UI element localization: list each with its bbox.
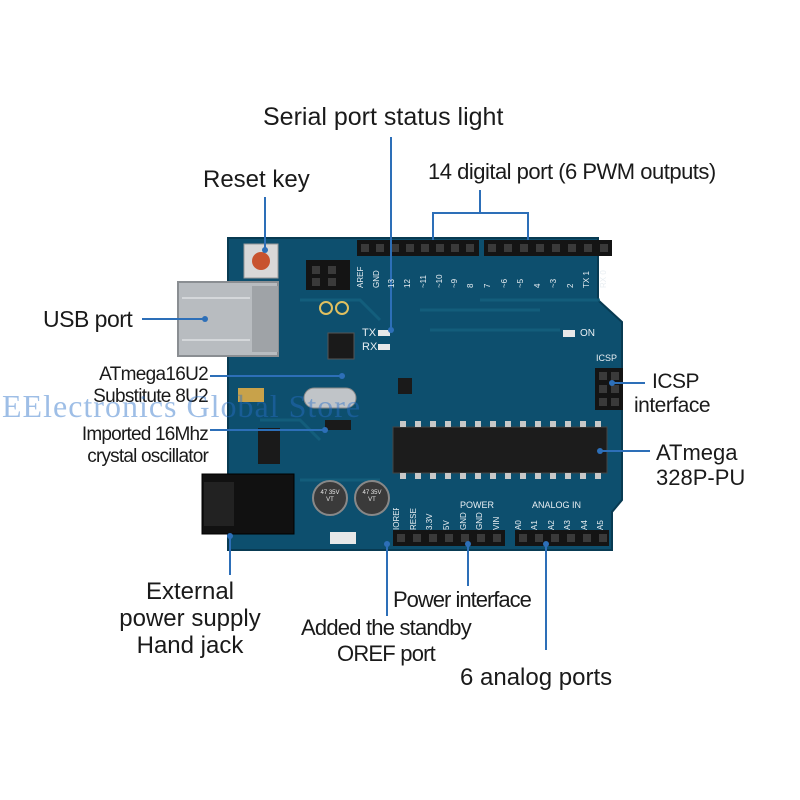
capacitor-2	[354, 480, 390, 516]
digital-header-pins	[361, 244, 608, 252]
pin-label: 4	[533, 283, 542, 288]
label-analog-ports: 6 analog ports	[460, 664, 613, 691]
label-atmega16u2: ATmega16U2 Substitute 8U2	[50, 364, 209, 408]
pin-label: 7	[484, 283, 492, 288]
atmega328p-pins	[400, 421, 601, 479]
label-crystal-line2: crystal oscillator	[87, 445, 209, 467]
pin-label: A2	[547, 520, 556, 530]
pin-label: ~9	[451, 278, 460, 288]
label-ext-power-line3: Hand jack	[136, 632, 244, 659]
label-ext-power: External power supply Hand jack	[100, 578, 280, 659]
pin-label: IOREF	[393, 508, 401, 530]
pin-label: ~3	[550, 278, 559, 288]
pin-label: 2	[566, 283, 575, 288]
label-atmega16u2-line1: ATmega16U2	[99, 364, 209, 385]
tx-led	[378, 330, 390, 336]
silk-rx: RX	[362, 341, 378, 353]
atmega328p-chip	[392, 426, 608, 474]
pin-label: GND	[372, 270, 381, 288]
usb-port-face	[252, 286, 278, 352]
pin-label: RX 0	[599, 270, 608, 288]
digital-header-right-labels: 7 ~6 ~5 4 ~3 2 TX 1 RX 0	[484, 258, 612, 288]
label-ext-power-line1: External	[145, 578, 235, 605]
label-atmega16u2-line2: Substitute 8U2	[93, 385, 209, 407]
label-atmega328-line1: ATmega	[656, 440, 738, 465]
pin-label: A0	[515, 520, 523, 530]
on-led	[563, 330, 575, 337]
label-icsp-line2: interface	[634, 394, 711, 418]
silk-cap2: 47 35V VT	[362, 490, 382, 503]
label-digital-ports: 14 digital port (6 PWM outputs)	[428, 159, 716, 184]
pin-label: RESET	[409, 508, 418, 530]
label-icsp: ICSP interface	[634, 370, 711, 418]
pin-label: ~10	[435, 274, 444, 288]
label-reset-key: Reset key	[203, 166, 310, 193]
rx-led	[378, 344, 390, 350]
atmega16u2-chip	[327, 332, 355, 360]
leader-digital-ports	[432, 212, 529, 240]
label-icsp-line1: ICSP	[652, 370, 700, 393]
silk-icsp: ICSP	[596, 353, 618, 363]
pin-label: GND	[459, 512, 468, 530]
pin-label: A4	[580, 520, 589, 530]
pin-label: 3.3V	[426, 513, 435, 530]
label-ext-power-line2: power supply	[119, 605, 261, 632]
label-ioref-line2: OREF port	[337, 641, 436, 666]
label-usb-port: USB port	[43, 306, 133, 332]
pin-label: ~6	[500, 278, 509, 288]
digital-header-left-labels: AREF GND 13 12 ~11 ~10 ~9 8	[357, 258, 479, 288]
label-serial-light: Serial port status light	[263, 103, 504, 131]
label-crystal: Imported 16Mhz crystal oscillator	[30, 424, 209, 468]
pin-label: ~5	[517, 278, 526, 288]
label-ioref: Added the standby OREF port	[286, 615, 486, 667]
label-atmega328: ATmega 328P-PU	[656, 440, 745, 491]
capacitor-1	[312, 480, 348, 516]
pin-label: TX 1	[583, 271, 592, 288]
pin-label: A1	[531, 520, 540, 530]
silk-on: ON	[580, 328, 595, 339]
pin-label: VIN	[492, 516, 501, 530]
digital-header-right	[484, 240, 612, 256]
pin-label: ~11	[419, 275, 428, 288]
silk-power-title: POWER	[460, 500, 495, 510]
bottom-header-pins	[397, 534, 607, 542]
silk-tx: TX	[362, 327, 377, 339]
pin-label: 12	[404, 279, 413, 288]
analog-header	[515, 530, 609, 546]
pin-label: 5V	[442, 520, 451, 530]
pin-label: A3	[564, 520, 573, 530]
label-crystal-line1: Imported 16Mhz	[81, 424, 209, 445]
pin-label: AREF	[357, 266, 365, 288]
silk-cap1: 47 35V VT	[320, 490, 340, 503]
leader-dots	[202, 247, 615, 547]
pin-label: A5	[596, 520, 605, 530]
label-power-interface: Power interface	[393, 587, 532, 612]
crystal-oscillator	[303, 387, 357, 409]
reset-switch-cap	[252, 252, 270, 270]
analog-header-labels: A0 A1 A2 A3 A4 A5	[515, 512, 609, 530]
leader-lines	[142, 137, 650, 650]
pin-label: 8	[466, 283, 475, 288]
watermark: EElectronics Global Store	[2, 388, 362, 424]
silk-analog-title: ANALOG IN	[532, 500, 582, 510]
digital-header-left	[357, 240, 479, 256]
pin-label: GND	[476, 512, 485, 530]
pin-label: 13	[388, 279, 397, 288]
label-atmega328-line2: 328P-PU	[656, 465, 746, 491]
label-ioref-line1: Added the standby	[301, 615, 472, 640]
power-header-labels: IOREF RESET 3.3V 5V GND GND VIN	[393, 508, 505, 530]
